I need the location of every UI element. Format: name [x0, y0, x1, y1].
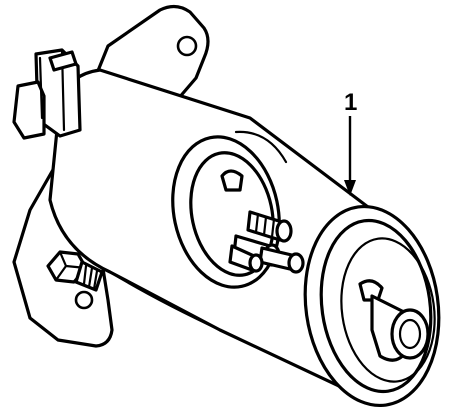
- callout-1: 1: [344, 89, 357, 196]
- drive-end-face: [303, 204, 441, 408]
- callout-label: 1: [344, 89, 357, 116]
- lower-mount-hole: [74, 290, 94, 310]
- upper-mount-hole: [176, 35, 198, 57]
- callout-arrowhead: [344, 180, 356, 196]
- mounting-bolt: [46, 250, 104, 292]
- electrical-connector: [12, 48, 82, 140]
- terminal-stud-small: [228, 244, 264, 273]
- terminal-stud-upper: [246, 210, 293, 243]
- terminal-stud-lower: [258, 246, 305, 274]
- solenoid-end-cap: [171, 135, 305, 289]
